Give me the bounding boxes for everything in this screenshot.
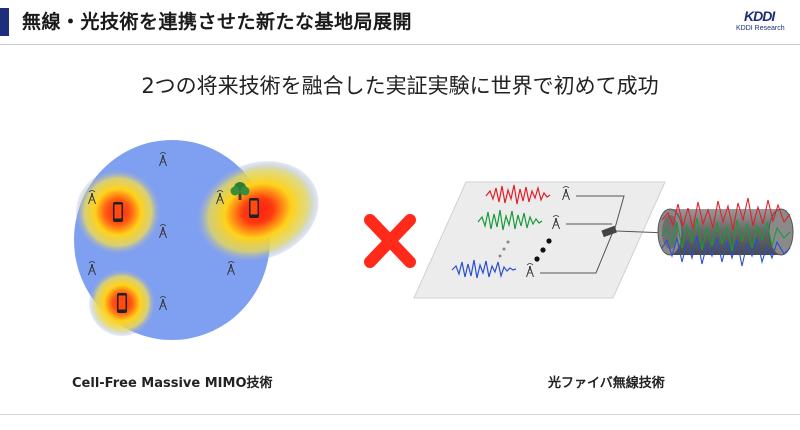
waveform-icon: [451, 259, 517, 279]
logo-mark: KDDI: [744, 8, 775, 24]
smartphone-icon: [113, 202, 123, 222]
smartphone-icon: [117, 293, 127, 313]
page-title: 無線・光技術を連携させた新たな基地局展開: [22, 11, 413, 33]
caption-cell-free-mimo: Cell-Free Massive MIMO技術: [72, 376, 273, 391]
tree-icon: [230, 182, 250, 200]
footer-divider: [0, 414, 800, 415]
fiber-cable-icon: [657, 197, 794, 267]
radio-over-fiber-illustration: [413, 181, 794, 299]
logo-subtext: KDDI Research: [736, 25, 785, 32]
signal-plane: [413, 181, 666, 299]
caption-radio-over-fiber: 光ファイバ無線技術: [548, 376, 665, 391]
header-accent-bar: [0, 8, 9, 36]
slide-subtitle: 2つの将来技術を融合した実証実験に世界で初めて成功: [141, 74, 659, 98]
header-divider: [0, 44, 800, 45]
header-bar: 無線・光技術を連携させた新たな基地局展開 KDDI KDDI Research: [0, 0, 800, 44]
kddi-research-logo: KDDI KDDI Research: [734, 8, 792, 36]
waveform-icon: [485, 184, 551, 205]
cell-free-mimo-illustration: [74, 140, 319, 340]
connection-lines: [540, 195, 625, 274]
optical-combiner: [601, 225, 617, 238]
smartphone-icon: [249, 198, 259, 218]
waveform-icon: [477, 209, 543, 231]
cross-icon: [364, 214, 416, 268]
